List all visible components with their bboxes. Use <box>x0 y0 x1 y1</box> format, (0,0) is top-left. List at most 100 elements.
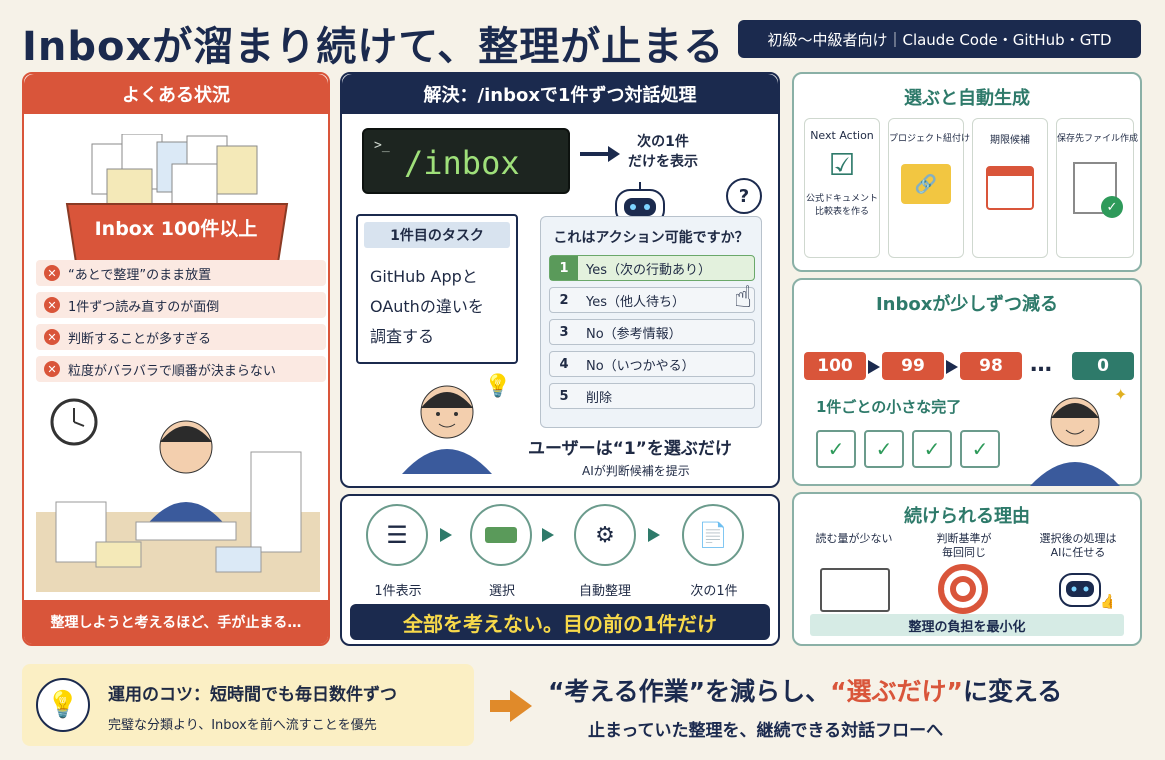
terminal-window: >_ /inbox <box>362 128 570 194</box>
reason-text: 判断基準が 毎回同じ <box>936 532 992 559</box>
reason-text: 読む量が少ない <box>815 532 893 545</box>
question-bubble-icon: ? <box>726 178 762 214</box>
ai-note: AIが判断候補を提示 <box>582 464 690 478</box>
reasons-heading: 続けられる理由 <box>904 506 1030 527</box>
solution-panel: 解決：/inboxで1件ずつ対話処理 >_ /inbox 次の1件 だけを表示 … <box>340 72 780 488</box>
check-icon: ✓ <box>960 430 1000 468</box>
checklist-icon: ☑ <box>828 148 856 183</box>
auto-generate-panel: 選ぶと自動生成 Next Action ☑ 公式ドキュメント 比較表を作る プロ… <box>792 72 1142 272</box>
arrow-icon <box>648 528 660 542</box>
svg-text:👍: 👍 <box>1100 593 1112 610</box>
x-icon: ✕ <box>44 329 60 345</box>
auto-heading: 選ぶと自動生成 <box>904 88 1030 109</box>
done-label: 1件ごとの小さな完了 <box>816 398 962 416</box>
problem-text: 粒度がバラバラで順番が決まらない <box>68 363 276 379</box>
reduce-panel: Inboxが少しずつ減る 100 99 98 … 0 1件ごとの小さな完了 ✓ … <box>792 278 1142 486</box>
x-icon: ✕ <box>44 265 60 281</box>
pointing-hand-icon: ☝ <box>734 280 753 315</box>
inbox-count-box: 99 <box>882 352 944 380</box>
tip-box: 💡 運用のコツ：短時間でも毎日数件ずつ 完璧な分類より、Inboxを前へ流すこと… <box>22 664 474 746</box>
task-text: GitHub Appと OAuthの違いを 調査する <box>370 267 484 346</box>
flow-banner: 全部を考えない。目の前の1件だけ <box>350 604 770 640</box>
next-action-card: Next Action ☑ 公式ドキュメント 比較表を作る <box>804 118 880 258</box>
conclusion-subline: 止まっていた整理を、継続できる対話フローへ <box>588 721 944 741</box>
flow-step-label: 自動整理 <box>578 584 631 599</box>
open-book-icon <box>820 568 890 612</box>
inbox-count-box: 0 <box>1072 352 1134 380</box>
problem-item: ✕ 判断することが多すぎる <box>36 324 326 350</box>
inbox-count-box: 98 <box>960 352 1022 380</box>
reasons-footer: 整理の負担を最小化 <box>810 614 1124 636</box>
reasons-panel: 続けられる理由 読む量が少ない 判断基準が 毎回同じ 選択後の処理は AIに任せ… <box>792 492 1142 646</box>
check-icon: ✓ <box>864 430 904 468</box>
deadline-card: 期限候補 <box>972 118 1048 258</box>
flow-step-label: 次の1件 <box>690 584 738 599</box>
robot-thumbs-up-icon: 👍 <box>1056 568 1117 614</box>
problem-item: ✕ 1件ずつ読み直すのが面倒 <box>36 292 326 318</box>
situation-panel: よくある状況 Inbox 100件以上 ✕ “あとで整理”のまま放置 ✕ 1件ずつ読… <box>22 72 330 646</box>
arrow-icon <box>440 528 452 542</box>
problem-item: ✕ “あとで整理”のまま放置 <box>36 260 326 286</box>
prompt-icon: >_ <box>374 138 390 153</box>
lightbulb-icon: 💡 <box>36 678 90 732</box>
problem-text: 判断することが多すぎる <box>68 331 212 347</box>
tip-title: 運用のコツ：短時間でも毎日数件ずつ <box>108 685 397 705</box>
robot-gear-icon: ⚙ <box>574 504 636 566</box>
inbox-count-box: 100 <box>804 352 866 380</box>
flow-step-label: 1件表示 <box>374 584 422 599</box>
problem-text: “あとで整理”のまま放置 <box>68 267 212 283</box>
situation-footer: 整理しようと考えるほど、手が止まる… <box>24 600 328 644</box>
problem-text: 1件ずつ読み直すのが面倒 <box>68 299 220 315</box>
reduce-heading: Inboxが少しずつ減る <box>875 294 1058 315</box>
lightbulb-icon: 💡 <box>484 374 512 399</box>
page-title: Inboxが溜まり続けて、整理が止まる <box>22 24 725 70</box>
select-step-icon <box>470 504 532 566</box>
user-illustration <box>392 364 502 474</box>
arrow-icon <box>580 152 614 156</box>
question-text: これはアクション可能ですか？ <box>553 230 749 246</box>
svg-text:✦: ✦ <box>1114 385 1127 404</box>
x-icon: ✕ <box>44 297 60 313</box>
overwhelmed-person-illustration <box>36 392 320 592</box>
project-link-card: プロジェクト紐付け 🔗 <box>888 118 970 258</box>
arrow-icon <box>542 528 554 542</box>
check-icon: ✓ <box>912 430 952 468</box>
flow-panel: ☰ ⚙ 📄 1件表示 選択 自動整理 次の1件 全部を考えない。目の前の1件だけ <box>340 494 780 646</box>
arrow-head-icon <box>608 146 620 162</box>
flow-step-label: 選択 <box>488 584 515 599</box>
tip-text: 完璧な分類より、Inboxを前へ流すことを優先 <box>108 718 377 733</box>
x-icon: ✕ <box>44 361 60 377</box>
task-heading: 1件目のタスク <box>364 222 510 248</box>
arrow-icon <box>490 700 512 712</box>
command-text: /inbox <box>404 144 520 182</box>
inbox-count-label: Inbox 100件以上 <box>94 218 258 240</box>
task-card: 1件目のタスク GitHub Appと OAuthの違いを 調査する <box>356 214 518 364</box>
folder-link-icon: 🔗 <box>901 164 951 204</box>
situation-heading: よくある状況 <box>24 74 328 114</box>
check-icon: ✓ <box>816 430 856 468</box>
inbox-tray-illustration <box>62 133 292 274</box>
next-item-note: 次の1件 だけを表示 <box>628 134 698 170</box>
conclusion-headline: “考える作業”を減らし、“選ぶだけ”に変える <box>548 677 1063 706</box>
calendar-icon <box>986 166 1034 210</box>
happy-user-illustration: ✦ <box>1020 378 1130 486</box>
document-check-icon: ✓ <box>1073 162 1123 218</box>
user-note: ユーザーは“1”を選ぶだけ <box>528 439 732 459</box>
solution-heading: 解決：/inboxで1件ずつ対話処理 <box>342 74 778 114</box>
audience-tagline: 初級〜中級者向け｜Claude Code・GitHub・GTD <box>738 20 1141 58</box>
ellipsis: … <box>1030 352 1052 377</box>
list-step-icon: ☰ <box>366 504 428 566</box>
target-icon <box>938 564 988 614</box>
save-file-card: 保存先ファイル作成 ✓ <box>1056 118 1138 258</box>
arrow-icon <box>946 360 958 374</box>
arrow-head-icon <box>510 690 532 722</box>
problem-item: ✕ 粒度がバラバラで順番が決まらない <box>36 356 326 382</box>
document-step-icon: 📄 <box>682 504 744 566</box>
arrow-icon <box>868 360 880 374</box>
